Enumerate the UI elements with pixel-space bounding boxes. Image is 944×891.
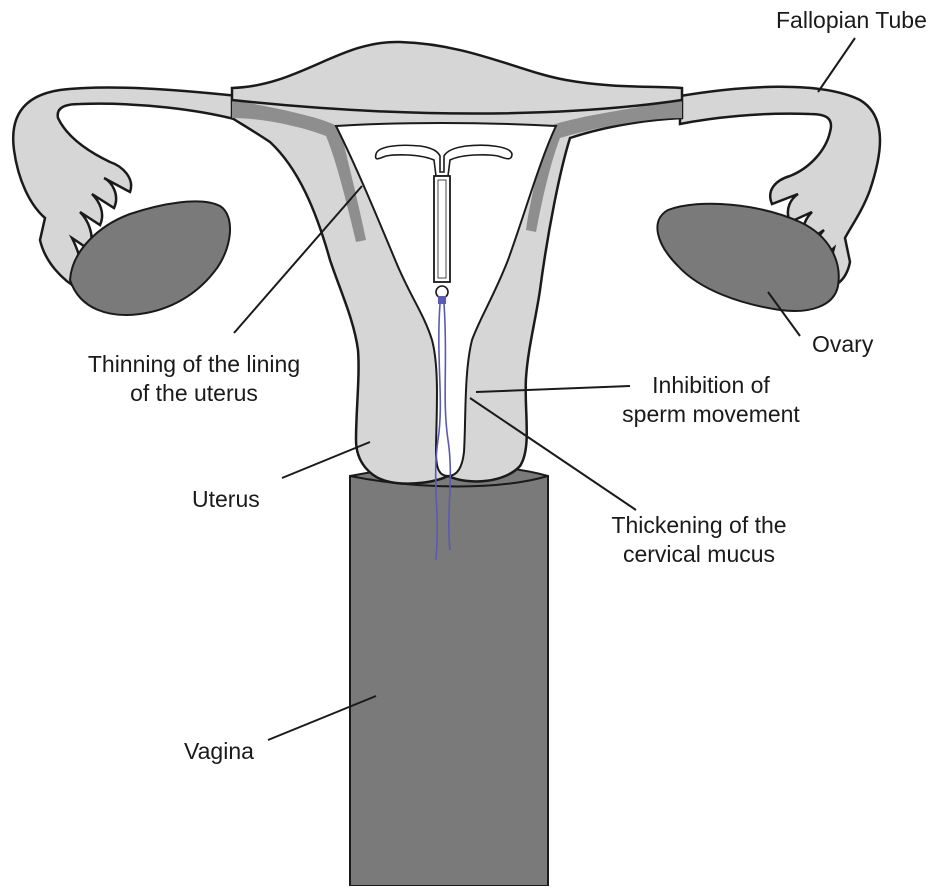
label-thinning: Thinning of the lining of the uterus bbox=[68, 350, 320, 408]
label-thickening-line1: Thickening of the bbox=[594, 511, 804, 540]
label-thinning-line1: Thinning of the lining bbox=[68, 350, 320, 379]
label-ovary: Ovary bbox=[812, 330, 873, 359]
label-fallopian-tube: Fallopian Tube bbox=[776, 6, 927, 35]
label-uterus: Uterus bbox=[192, 485, 260, 514]
label-thickening: Thickening of the cervical mucus bbox=[594, 511, 804, 569]
label-vagina: Vagina bbox=[184, 737, 254, 766]
label-inhibition-line1: Inhibition of bbox=[606, 371, 816, 400]
leader-uterus bbox=[282, 442, 370, 478]
label-thickening-line2: cervical mucus bbox=[594, 540, 804, 569]
label-thinning-line2: of the uterus bbox=[68, 379, 320, 408]
label-inhibition-line2: sperm movement bbox=[606, 400, 816, 429]
leader-fallopian-tube bbox=[818, 38, 855, 92]
label-inhibition: Inhibition of sperm movement bbox=[606, 371, 816, 429]
